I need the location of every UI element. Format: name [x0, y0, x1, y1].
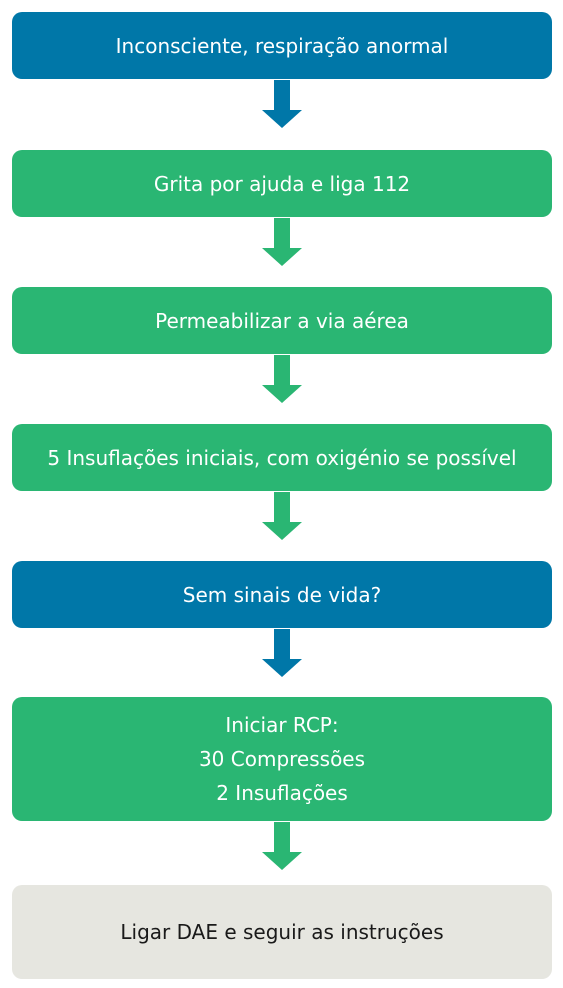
step-initial-breaths: 5 Insuflações iniciais, com oxigénio se …	[12, 424, 552, 491]
arrow-down-icon	[262, 492, 302, 540]
step-label: Sem sinais de vida?	[182, 582, 382, 607]
arrow-down-icon	[262, 629, 302, 677]
arrow-down-icon	[262, 218, 302, 266]
step-call-for-help: Grita por ajuda e liga 112	[12, 150, 552, 217]
step-label: Iniciar RCP:	[225, 713, 339, 737]
step-no-signs-of-life: Sem sinais de vida?	[12, 561, 552, 628]
step-label: Grita por ajuda e liga 112	[153, 171, 411, 196]
step-label: Permeabilizar a via aérea	[155, 308, 409, 333]
step-unconscious-abnormal-breathing: Inconsciente, respiração anormal	[12, 12, 552, 79]
arrow-down-icon	[262, 80, 302, 128]
step-label: Ligar DAE e seguir as instruções	[120, 920, 444, 944]
step-label: Inconsciente, respiração anormal	[115, 33, 449, 58]
step-label: 30 Compressões	[198, 747, 366, 771]
arrow-down-icon	[262, 822, 302, 870]
step-label: 2 Insuflações	[216, 781, 348, 805]
step-start-cpr: Iniciar RCP: 30 Compressões 2 Insuflaçõe…	[12, 697, 552, 821]
step-open-airway: Permeabilizar a via aérea	[12, 287, 552, 354]
step-label: 5 Insuflações iniciais, com oxigénio se …	[47, 445, 517, 470]
step-connect-aed: Ligar DAE e seguir as instruções	[12, 885, 552, 979]
arrow-down-icon	[262, 355, 302, 403]
